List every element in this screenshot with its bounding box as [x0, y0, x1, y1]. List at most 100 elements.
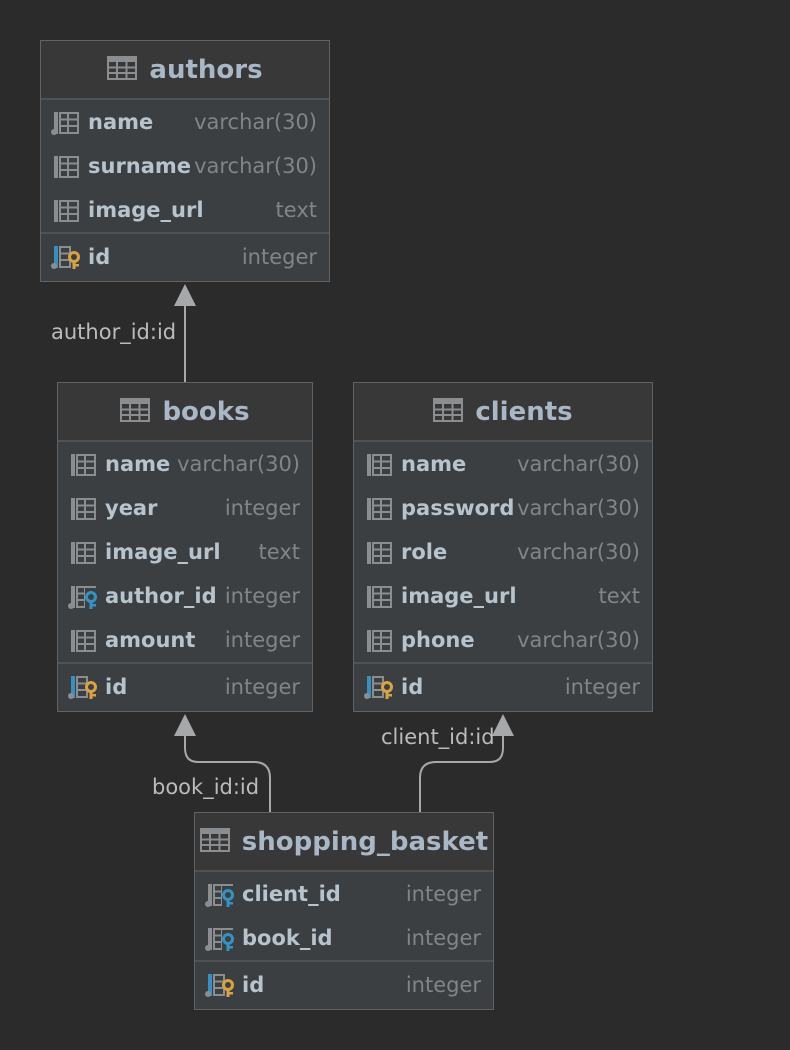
table-title: books — [162, 396, 250, 427]
connector-basket-books — [184, 732, 271, 812]
column-row[interactable]: name varchar(30) — [58, 442, 312, 486]
column-icon — [364, 497, 394, 521]
column-row[interactable]: book_id integer — [195, 916, 493, 960]
relation-label-client-id: client_id:id — [381, 725, 495, 749]
arrowhead-clients — [492, 714, 514, 736]
table-authors[interactable]: authors name varchar(30) surname varchar… — [40, 40, 330, 282]
column-type: integer — [241, 245, 317, 269]
foreign-key-icon — [205, 927, 235, 951]
column-row[interactable]: name varchar(30) — [354, 442, 652, 486]
column-row[interactable]: role varchar(30) — [354, 530, 652, 574]
column-icon — [68, 629, 98, 653]
primary-key-section: id integer — [58, 664, 312, 710]
column-icon — [364, 585, 394, 609]
primary-key-section: id integer — [195, 962, 493, 1008]
column-name: image_url — [105, 540, 221, 564]
column-icon — [51, 111, 81, 135]
column-type: integer — [224, 584, 300, 608]
column-name: id — [401, 675, 424, 699]
connector-basket-clients — [419, 732, 504, 812]
column-name: phone — [401, 628, 475, 652]
column-list: client_id integer book_id integer — [195, 872, 493, 960]
table-header[interactable]: clients — [354, 383, 652, 442]
table-title: clients — [475, 396, 573, 427]
column-name: surname — [88, 154, 192, 178]
foreign-key-icon — [68, 585, 98, 609]
column-icon — [68, 497, 98, 521]
column-row[interactable]: id integer — [354, 664, 652, 710]
column-type: varchar(30) — [517, 452, 640, 476]
column-name: client_id — [242, 882, 341, 906]
column-type: integer — [564, 675, 640, 699]
column-name: id — [242, 973, 265, 997]
column-name: password — [401, 496, 515, 520]
column-type: integer — [224, 496, 300, 520]
relation-label-book-id: book_id:id — [152, 775, 260, 799]
column-icon — [364, 541, 394, 565]
column-type: varchar(30) — [177, 452, 300, 476]
column-row[interactable]: id integer — [58, 664, 312, 710]
column-name: book_id — [242, 926, 333, 950]
table-header[interactable]: books — [58, 383, 312, 442]
column-icon — [364, 629, 394, 653]
column-type: varchar(30) — [517, 628, 640, 652]
column-type: integer — [405, 973, 481, 997]
primary-key-section: id integer — [354, 664, 652, 710]
column-name: name — [88, 110, 154, 134]
column-row[interactable]: year integer — [58, 486, 312, 530]
column-type: integer — [224, 628, 300, 652]
column-icon — [51, 199, 81, 223]
column-row[interactable]: amount integer — [58, 618, 312, 662]
column-list: name varchar(30) surname varchar(30) ima… — [41, 100, 329, 232]
column-type: integer — [224, 675, 300, 699]
key-section-divider — [41, 232, 329, 234]
primary-key-icon — [205, 973, 235, 997]
column-list: name varchar(30) year integer image_url … — [58, 442, 312, 662]
column-name: name — [401, 452, 467, 476]
primary-key-icon — [364, 675, 394, 699]
column-row[interactable]: image_url text — [41, 188, 329, 232]
primary-key-section: id integer — [41, 234, 329, 280]
column-type: varchar(30) — [194, 110, 317, 134]
column-row[interactable]: password varchar(30) — [354, 486, 652, 530]
column-row[interactable]: image_url text — [354, 574, 652, 618]
key-section-divider — [195, 960, 493, 962]
column-row[interactable]: name varchar(30) — [41, 100, 329, 144]
column-type: varchar(30) — [517, 496, 640, 520]
column-name: amount — [105, 628, 196, 652]
column-type: integer — [405, 926, 481, 950]
column-icon — [68, 453, 98, 477]
table-title: shopping_basket — [241, 826, 489, 857]
column-type: integer — [405, 882, 481, 906]
table-icon — [107, 55, 138, 84]
column-name: id — [88, 245, 111, 269]
column-name: year — [105, 496, 158, 520]
column-icon — [364, 453, 394, 477]
column-type: varchar(30) — [517, 540, 640, 564]
relation-label-author-id: author_id:id — [51, 320, 177, 344]
table-icon — [199, 827, 230, 856]
column-name: image_url — [401, 584, 517, 608]
table-header[interactable]: shopping_basket — [195, 813, 493, 872]
column-list: name varchar(30) password varchar(30) ro… — [354, 442, 652, 662]
column-name: image_url — [88, 198, 204, 222]
table-shopping-basket[interactable]: shopping_basket client_id integer book_i… — [194, 812, 494, 1010]
column-row[interactable]: id integer — [195, 962, 493, 1008]
key-section-divider — [58, 662, 312, 664]
table-books[interactable]: books name varchar(30) year integer imag… — [57, 382, 313, 712]
key-section-divider — [354, 662, 652, 664]
column-name: author_id — [105, 584, 217, 608]
column-row[interactable]: phone varchar(30) — [354, 618, 652, 662]
column-row[interactable]: surname varchar(30) — [41, 144, 329, 188]
column-row[interactable]: author_id integer — [58, 574, 312, 618]
column-icon — [51, 155, 81, 179]
primary-key-icon — [68, 675, 98, 699]
arrowhead-books — [174, 714, 196, 736]
table-clients[interactable]: clients name varchar(30) password varcha… — [353, 382, 653, 712]
table-header[interactable]: authors — [41, 41, 329, 100]
foreign-key-icon — [205, 883, 235, 907]
column-row[interactable]: client_id integer — [195, 872, 493, 916]
column-row[interactable]: id integer — [41, 234, 329, 280]
column-type: text — [258, 540, 300, 564]
column-row[interactable]: image_url text — [58, 530, 312, 574]
